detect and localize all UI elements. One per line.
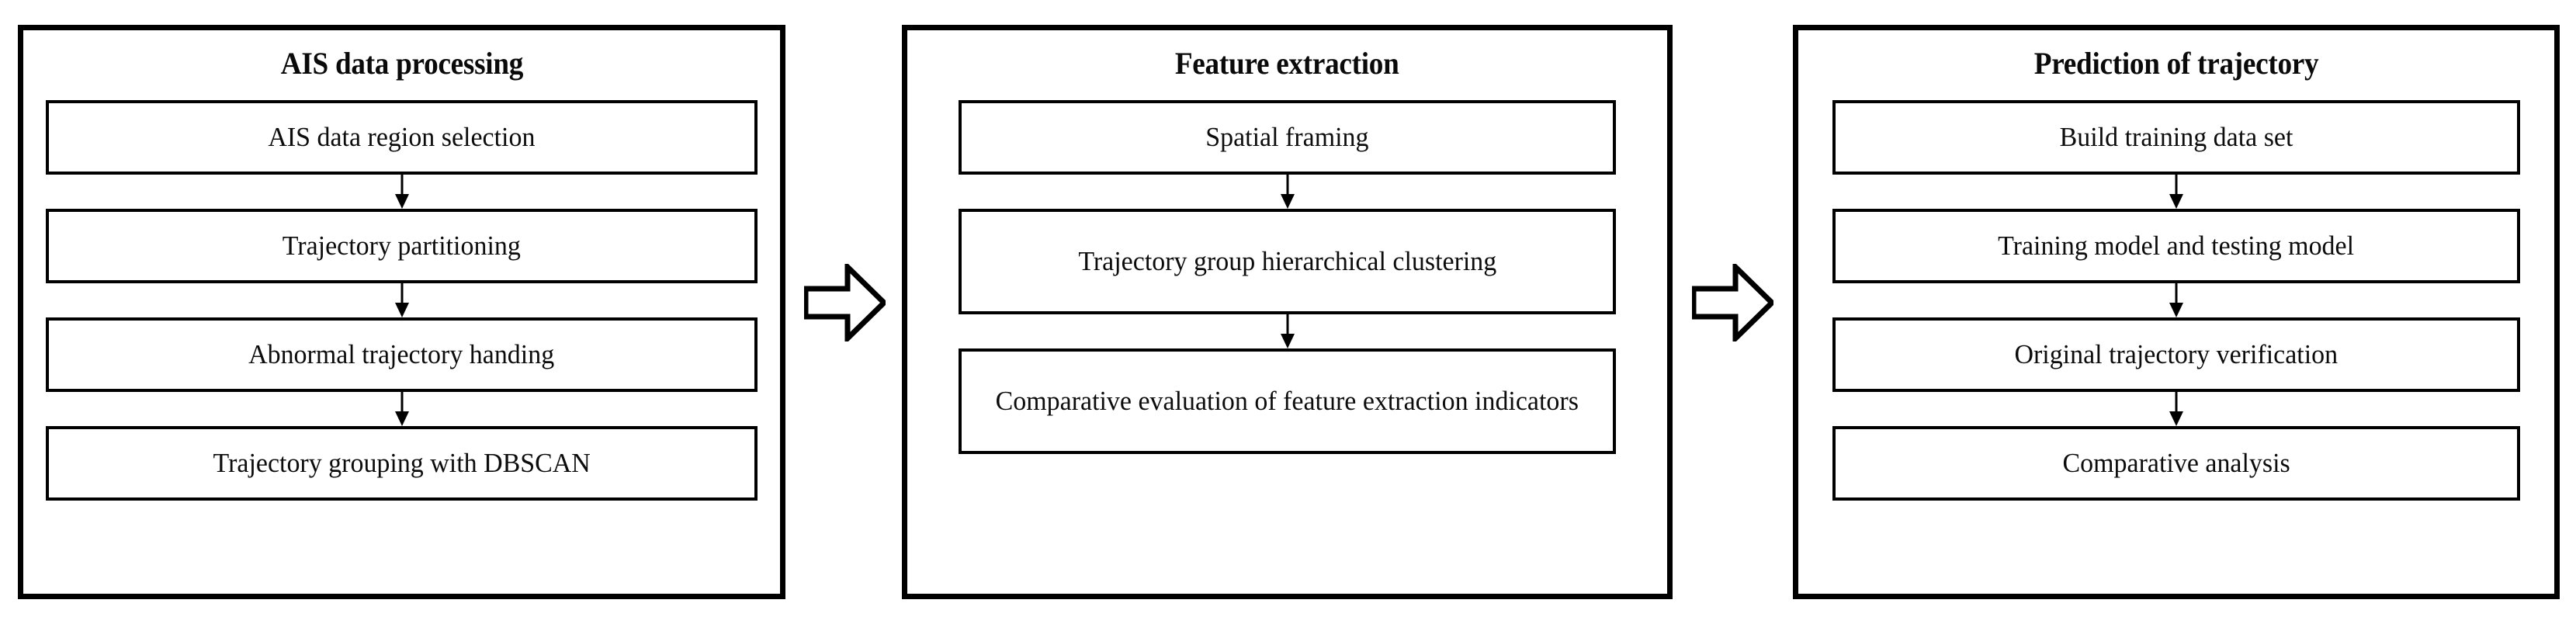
step-label: Build training data set [2059,121,2293,152]
step-label: Trajectory partitioning [282,230,522,261]
block-right-arrow-icon [1692,264,1773,341]
step-box[interactable]: Trajectory partitioning [46,209,758,283]
step-label: Trajectory grouping with DBSCAN [213,447,591,478]
step-list-ais-data-processing: AIS data region selection Trajectory par… [23,100,780,501]
step-box[interactable]: Comparative analysis [1832,426,2520,501]
step-box[interactable]: AIS data region selection [46,100,758,175]
step-box[interactable]: Spatial framing [959,100,1616,175]
panel-prediction-of-trajectory: Prediction of trajectory Build training … [1793,25,2560,599]
step-box[interactable]: Comparative evaluation of feature extrac… [959,348,1616,454]
step-label: AIS data region selection [268,121,536,152]
down-arrow-icon [392,392,412,426]
step-list-prediction-of-trajectory: Build training data set Training model a… [1798,100,2554,501]
step-label: Comparative evaluation of feature extrac… [995,385,1579,416]
step-box[interactable]: Trajectory grouping with DBSCAN [46,426,758,501]
panel-title-feature-extraction: Feature extraction [1175,46,1399,81]
step-box[interactable]: Training model and testing model [1832,209,2520,283]
step-box[interactable]: Abnormal trajectory handing [46,317,758,392]
step-label: Spatial framing [1205,121,1369,152]
step-box[interactable]: Trajectory group hierarchical clustering [959,209,1616,314]
down-arrow-icon [1278,314,1298,348]
step-label: Training model and testing model [1998,230,2355,261]
panel-feature-extraction: Feature extraction Spatial framing Traje… [902,25,1673,599]
block-right-arrow-icon [804,264,886,341]
step-label: Comparative analysis [2062,447,2290,478]
panel-title-ais-data-processing: AIS data processing [280,46,523,81]
down-arrow-icon [392,175,412,209]
down-arrow-icon [392,283,412,317]
step-list-feature-extraction: Spatial framing Trajectory group hierarc… [907,100,1667,454]
down-arrow-icon [1278,175,1298,209]
down-arrow-icon [2166,175,2186,209]
step-label: Abnormal trajectory handing [248,338,555,369]
panel-ais-data-processing: AIS data processing AIS data region sele… [18,25,785,599]
step-label: Trajectory group hierarchical clustering [1078,245,1496,276]
down-arrow-icon [2166,392,2186,426]
step-box[interactable]: Original trajectory verification [1832,317,2520,392]
step-box[interactable]: Build training data set [1832,100,2520,175]
panel-title-prediction-of-trajectory: Prediction of trajectory [2033,46,2319,81]
down-arrow-icon [2166,283,2186,317]
step-label: Original trajectory verification [2014,338,2339,369]
